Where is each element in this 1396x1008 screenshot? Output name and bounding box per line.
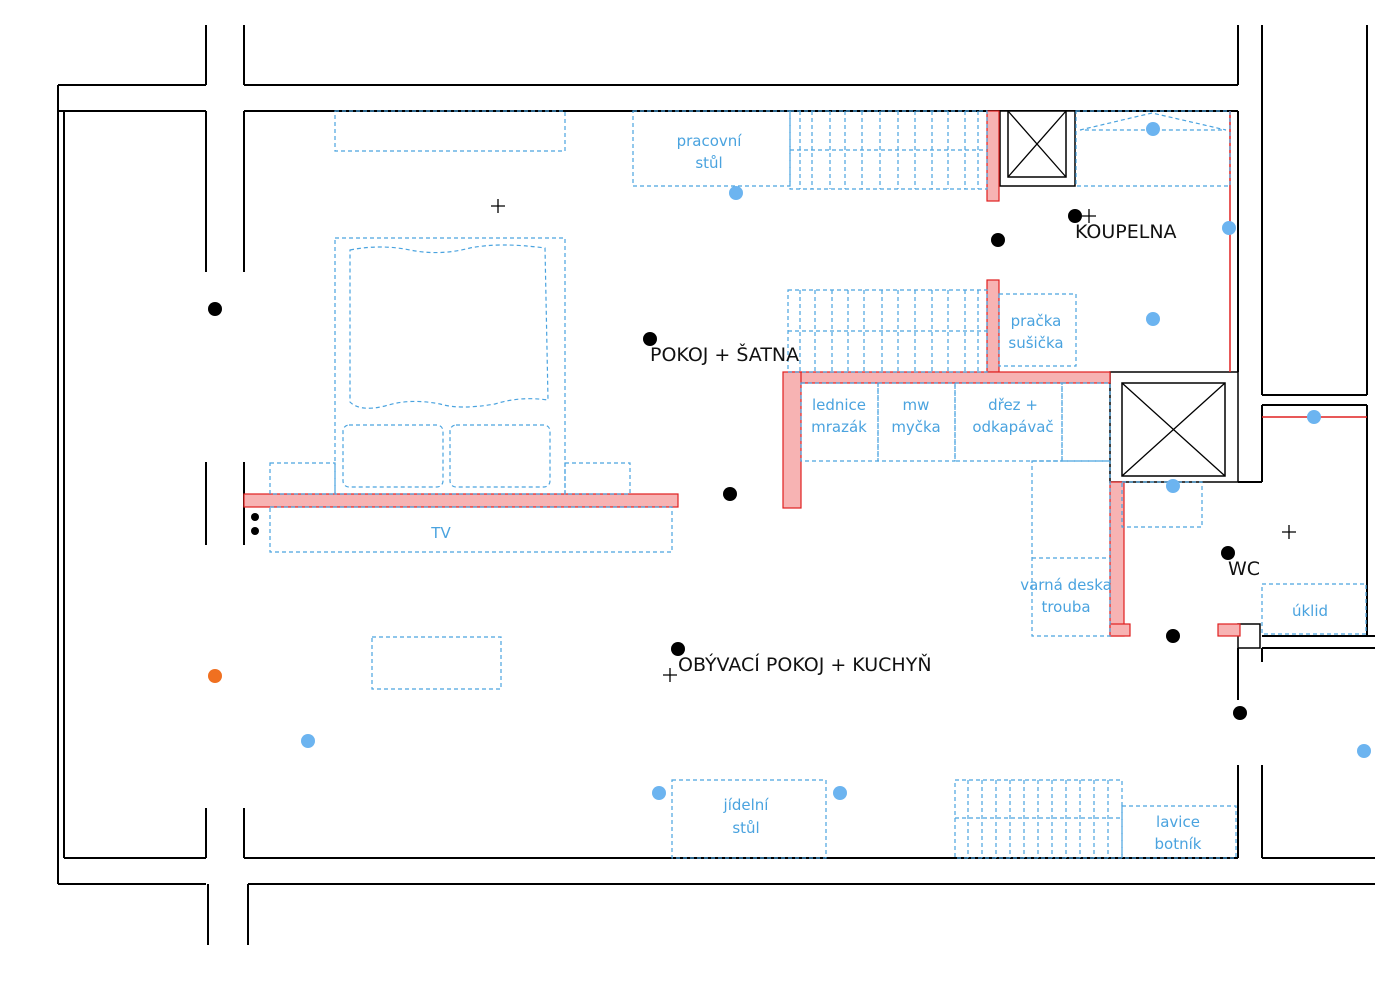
socket-point (1221, 546, 1235, 560)
label-sink-2: odkapávač (972, 418, 1053, 436)
nightstand-right (564, 462, 631, 495)
orange-point (208, 669, 222, 683)
label-dining-2: stůl (732, 819, 759, 837)
shoe-wardrobe-hatch (955, 780, 1122, 858)
socket-point (1166, 629, 1180, 643)
socket-point (251, 513, 259, 521)
light-point (1357, 744, 1371, 758)
tv-unit (269, 506, 673, 553)
room-label-pokoj: POKOJ + ŠATNA (650, 342, 799, 366)
shaft-middle (1109, 371, 1239, 483)
label-tv: TV (430, 524, 451, 542)
light-point (1146, 312, 1160, 326)
label-fridge-2: mrazák (811, 418, 867, 436)
label-cooktop-2: trouba (1041, 598, 1090, 616)
label-mw-2: myčka (891, 418, 940, 436)
light-point (1146, 122, 1160, 136)
bathtub (1075, 110, 1231, 187)
label-mw-1: mw (903, 396, 930, 414)
light-point (833, 786, 847, 800)
cross-markers (491, 199, 1296, 682)
coffee-table (371, 636, 502, 690)
room-label-koupelna: KOUPELNA (1075, 221, 1177, 243)
nightstand-left (269, 462, 336, 495)
shaft-top (999, 110, 1076, 187)
fridge (800, 382, 879, 462)
bench-shoe-rack (1121, 805, 1237, 859)
label-desk-2: stůl (695, 154, 722, 172)
furniture-labels: pracovní stůl pračka sušička lednice mra… (430, 132, 1328, 853)
label-sink-1: dřez + (988, 396, 1038, 414)
desk (632, 110, 791, 187)
socket-point (991, 233, 1005, 247)
socket-point (671, 642, 685, 656)
light-point (729, 186, 743, 200)
socket-point (1233, 706, 1247, 720)
sink (954, 382, 1063, 462)
socket-point (643, 332, 657, 346)
socket-point (1068, 209, 1082, 223)
label-fridge-1: lednice (812, 396, 866, 414)
socket-point (208, 302, 222, 316)
light-point (301, 734, 315, 748)
label-desk-1: pracovní (677, 132, 743, 150)
room-label-wc: WC (1228, 558, 1260, 580)
light-point (1222, 221, 1236, 235)
room-labels: POKOJ + ŠATNA KOUPELNA WC OBÝVACÍ POKOJ … (650, 221, 1260, 676)
room-label-obyvak: OBÝVACÍ POKOJ + KUCHYŇ (678, 653, 932, 676)
socket-point (251, 527, 259, 535)
wc-fixture (1121, 481, 1203, 528)
cooktop-oven (1031, 460, 1111, 637)
label-cleaning: úklid (1292, 602, 1328, 620)
wardrobe-top-hatch (790, 111, 987, 189)
furniture (269, 110, 1367, 859)
light-point (1166, 479, 1180, 493)
label-dining-1: jídelní (723, 796, 770, 814)
electrical-points (208, 122, 1371, 800)
cleaning-cabinet (1261, 583, 1367, 635)
socket-point (723, 487, 737, 501)
shelf-top-left (334, 110, 566, 152)
light-point (652, 786, 666, 800)
label-washer-2: sušička (1008, 334, 1063, 352)
kitchen-counter (1061, 382, 1111, 462)
dining-table (671, 779, 827, 859)
washer-dryer (998, 293, 1077, 367)
label-bench-2: botník (1155, 835, 1202, 853)
structural-walls (57, 25, 1375, 945)
bed (334, 237, 566, 495)
wardrobe-middle-hatch (788, 290, 987, 372)
light-point (1307, 410, 1321, 424)
label-washer-1: pračka (1011, 312, 1062, 330)
label-bench-1: lavice (1156, 813, 1200, 831)
label-cooktop-1: varná deska (1020, 576, 1112, 594)
